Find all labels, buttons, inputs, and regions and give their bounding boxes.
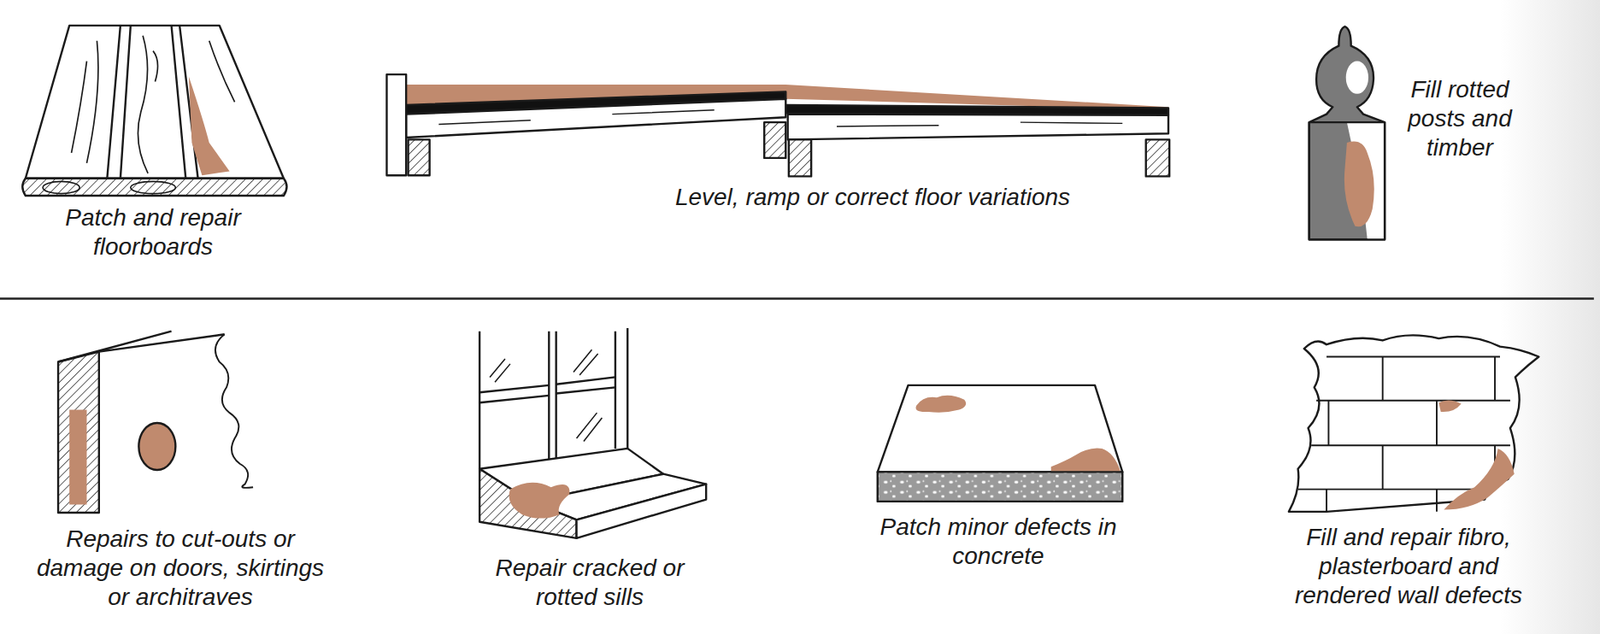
drawing-stroke [1051, 447, 1121, 471]
caption-label: Fill and repair fibro, plasterboard and … [1276, 523, 1542, 611]
drawing-stroke [25, 25, 284, 179]
drawing-stroke [1500, 0, 1600, 634]
drawing-stroke [138, 423, 176, 471]
drawing-stroke [479, 328, 628, 470]
drawing-stroke [408, 139, 430, 176]
drawing-stroke [1344, 141, 1375, 228]
rotted-post-figure [1309, 26, 1385, 240]
drawing-stroke [1309, 26, 1385, 240]
drawing-stroke [1326, 357, 1495, 512]
drawing-stroke [58, 352, 100, 513]
drawing-stroke [215, 334, 253, 489]
brick-wall-figure [1288, 335, 1540, 512]
drawing-stroke [479, 469, 577, 539]
drawing-stroke [764, 122, 786, 159]
drawing-stroke [877, 385, 1124, 472]
caption-label: Level, ramp or correct floor variations [564, 182, 1181, 212]
drawing-stroke [1298, 357, 1511, 490]
drawing-stroke [42, 181, 80, 194]
drawing-stroke [489, 349, 602, 442]
drawing-stroke [1346, 61, 1369, 95]
drawing-stroke [58, 331, 225, 363]
drawing-stroke [0, 297, 1595, 300]
drawing-stroke [1288, 335, 1540, 512]
caption-label: Patch minor defects in concrete [877, 512, 1119, 571]
drawing-stroke [405, 99, 786, 138]
floor-ramp-figure [386, 74, 1170, 177]
caption-label: Repair cracked or rotted sills [494, 553, 685, 612]
drawing-stroke [188, 76, 230, 176]
drawing-stroke [509, 482, 571, 519]
drawing-stroke [69, 410, 87, 506]
concrete-slab-figure [877, 385, 1124, 502]
drawing-stroke [479, 376, 616, 403]
caption-label: Fill rotted posts and timber [1388, 75, 1532, 163]
caption-label: Repairs to cut-outs or damage on doors, … [33, 524, 329, 612]
drawing-stroke [1438, 400, 1461, 412]
drawing-stroke [1146, 139, 1170, 177]
drawing-stroke [1443, 448, 1514, 511]
drawing-stroke [22, 178, 287, 196]
drawing-stroke [916, 395, 967, 413]
drawing-stroke [71, 35, 236, 174]
floorboard-figure [22, 25, 287, 196]
drawing-stroke [576, 484, 707, 539]
drawing-stroke [106, 25, 198, 179]
drawing-stroke [788, 139, 812, 177]
drawing-stroke [1309, 122, 1385, 240]
drawing-stroke [877, 471, 1124, 502]
drawing-stroke [130, 181, 177, 194]
caption-label: Patch and repair floorboards [41, 203, 265, 262]
door-architrave-figure [58, 331, 253, 513]
drawing-stroke [386, 74, 406, 176]
window-sill-figure [479, 328, 706, 539]
